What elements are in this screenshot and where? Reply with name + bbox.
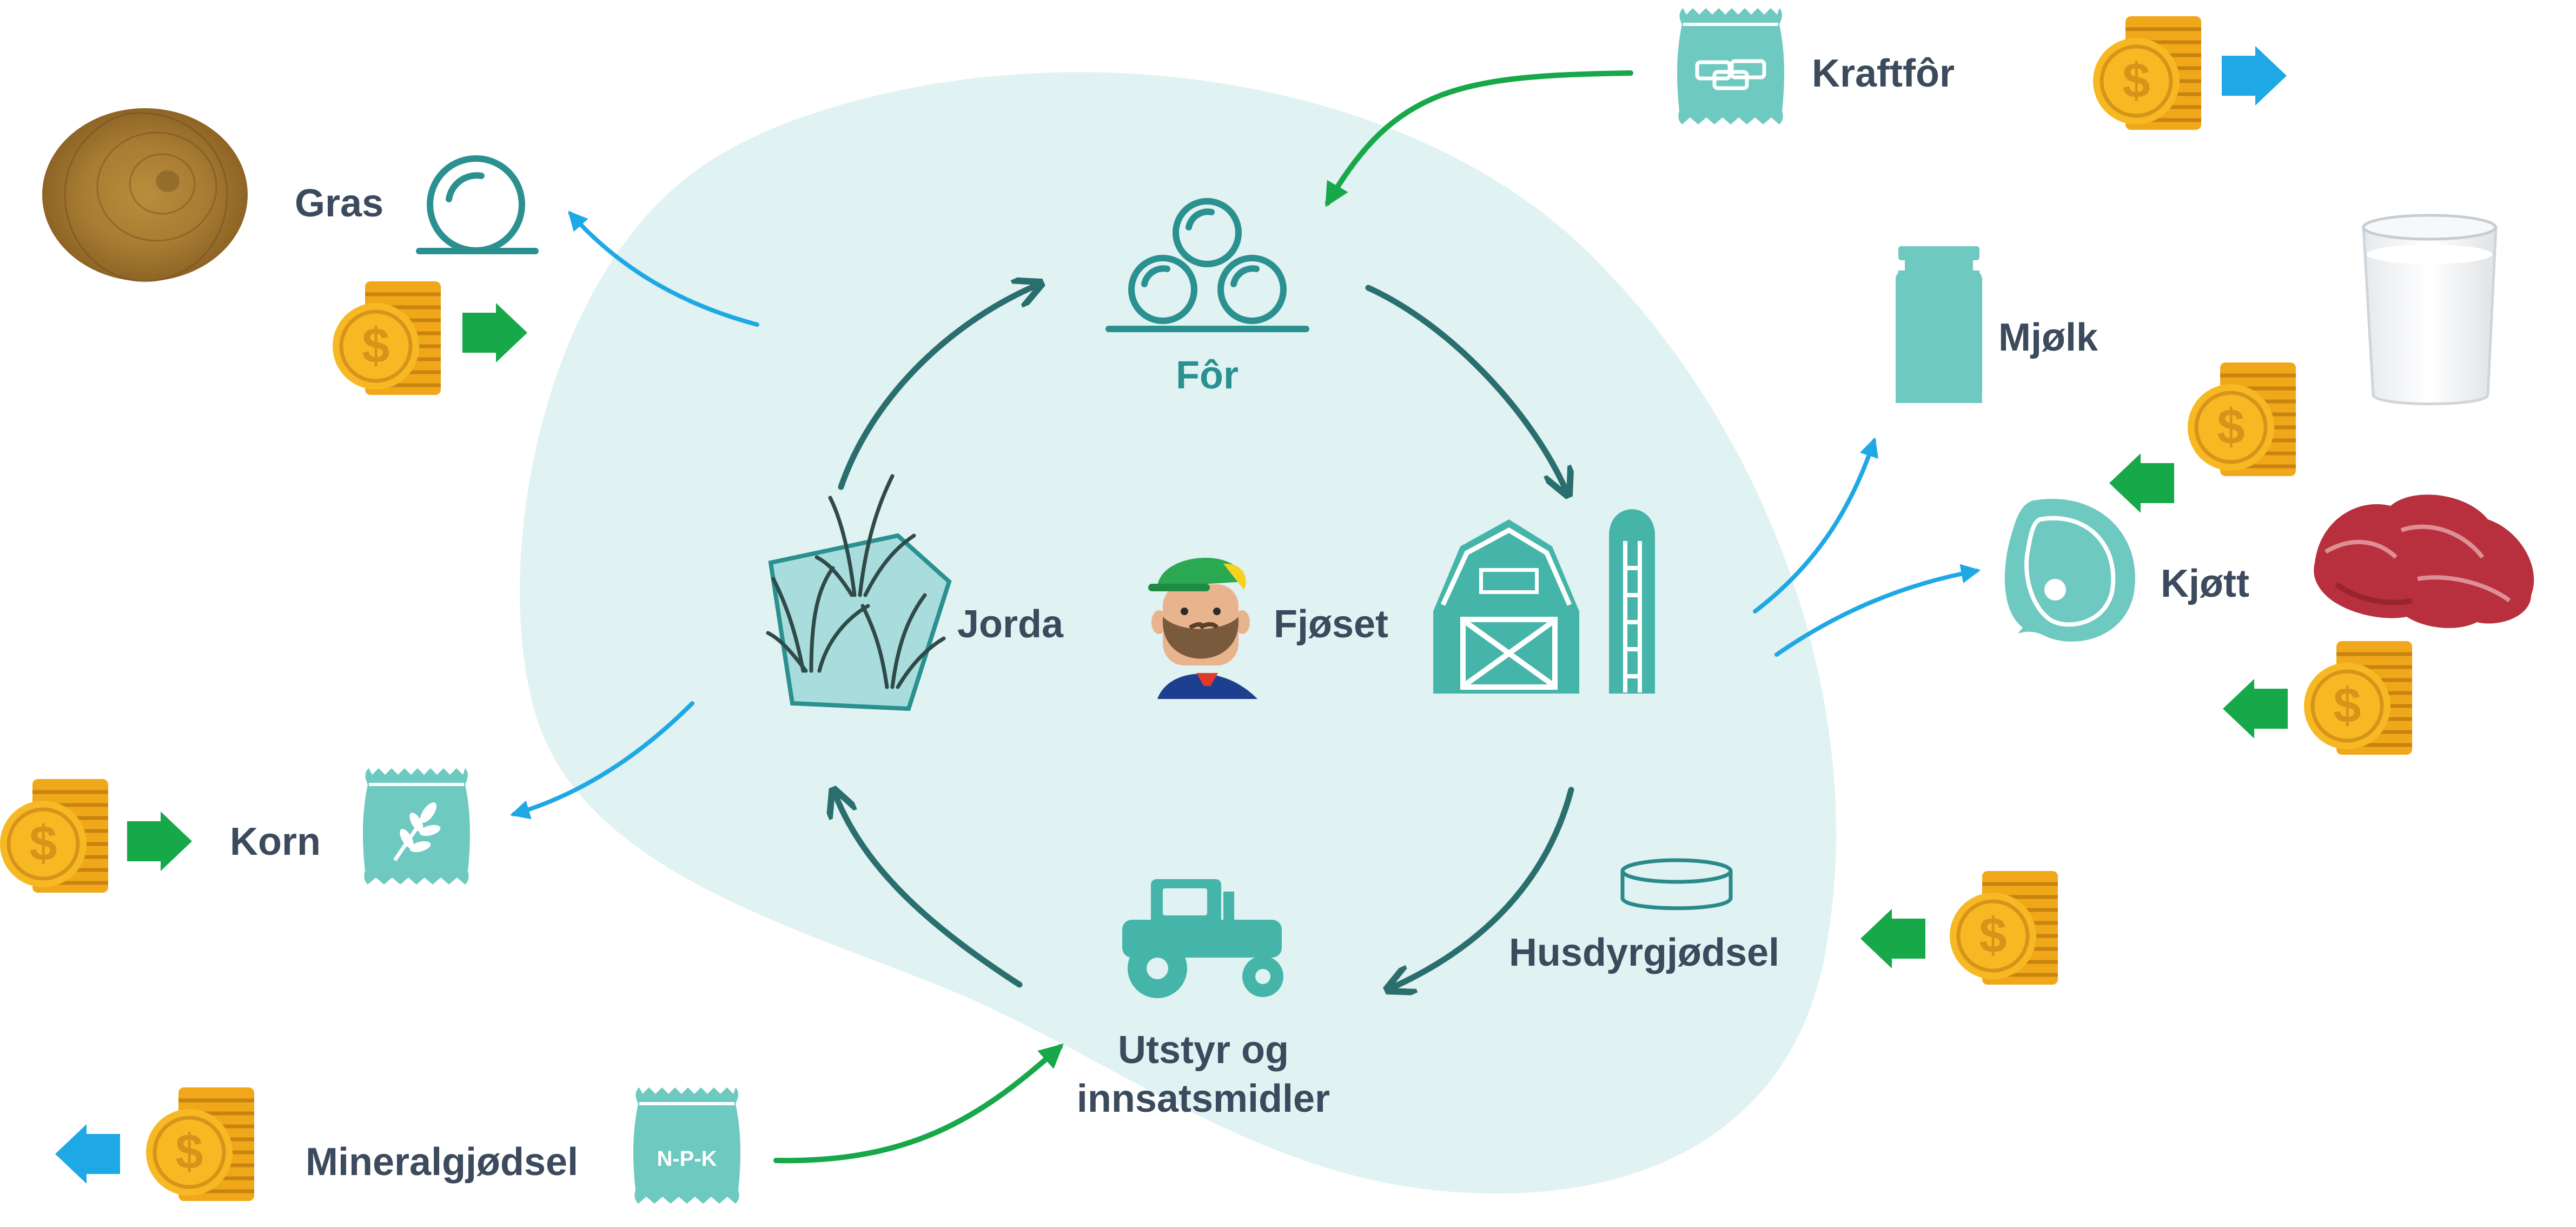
barn-silo-icon <box>1433 509 1655 694</box>
grain-sack-icon <box>363 768 470 885</box>
npk-label: N-P-K <box>657 1147 717 1171</box>
arrow-kraftfor-in <box>1325 70 1633 207</box>
output-arrows <box>510 210 1981 820</box>
gras-coin-icon <box>333 281 441 395</box>
input-arrows <box>773 70 1633 1164</box>
arrow-kjott-out <box>1774 564 1981 657</box>
mjolk-coin-icon <box>2188 362 2296 476</box>
round-bale-icon <box>416 155 539 254</box>
kjott-green-arrow <box>2223 679 2288 738</box>
farmer-icon <box>1148 557 1257 699</box>
kjott-label: Kjøtt <box>2161 562 2249 605</box>
arrow-for-to-fjoset <box>1365 285 1566 490</box>
tractor-icon <box>1122 879 1283 998</box>
gras-green-arrow <box>462 303 527 362</box>
for-label: Fôr <box>1176 354 1239 397</box>
stacked-bales-icon <box>1105 198 1309 332</box>
husdyrgjodsel-coin-icon <box>1950 871 2058 985</box>
fjoset-label: Fjøset <box>1274 603 1388 646</box>
meat-steak-icon <box>2004 499 2135 642</box>
mjolk-label: Mjølk <box>1998 316 2098 359</box>
arrow-gras-out <box>568 210 759 327</box>
mjolk-green-arrow <box>2109 453 2174 513</box>
korn-green-arrow <box>127 812 192 871</box>
arrow-korn-out <box>510 701 694 820</box>
husdyrgjodsel-label: Husdyrgjødsel <box>1509 931 1779 974</box>
kraftfor-sack-icon <box>1677 8 1784 124</box>
utstyr-label-line1: Utstyr og <box>1118 1028 1289 1072</box>
hay-bale-photo <box>42 108 248 282</box>
arrow-jorda-to-for <box>838 286 1036 490</box>
utstyr-label-line2: innsatsmidler <box>1077 1077 1330 1120</box>
mineralgjodsel-blue-arrow <box>55 1124 120 1184</box>
mineralgjodsel-coin-icon <box>146 1087 254 1201</box>
milk-can-icon <box>1896 246 1982 403</box>
mineralgjodsel-label: Mineralgjødsel <box>306 1140 578 1184</box>
beef-photo <box>2314 494 2534 628</box>
jorda-label: Jorda <box>957 603 1064 646</box>
npk-sack-icon <box>633 1087 740 1204</box>
cycle-arrows <box>836 285 1574 988</box>
arrow-mineralgjodsel-in <box>773 1044 1064 1164</box>
kraftfor-coin-icon <box>2093 16 2201 130</box>
arrow-mjolk-out <box>1753 437 1878 614</box>
arrow-fjoset-to-husdyr <box>1393 787 1574 987</box>
husdyrgjodsel-green-arrow <box>1860 909 1925 968</box>
kraftfor-blue-arrow <box>2222 46 2287 105</box>
kraftfor-label: Kraftfôr <box>1812 52 1955 95</box>
kjott-coin-icon <box>2304 641 2412 755</box>
korn-label: Korn <box>230 820 321 863</box>
milk-glass-photo <box>2362 214 2498 405</box>
arrow-utstyr-to-jorda <box>836 795 1023 988</box>
gras-label: Gras <box>295 182 383 225</box>
manure-tank-icon <box>1620 858 1733 911</box>
grass-plot-icon <box>766 474 952 711</box>
korn-coin-icon <box>0 779 108 893</box>
